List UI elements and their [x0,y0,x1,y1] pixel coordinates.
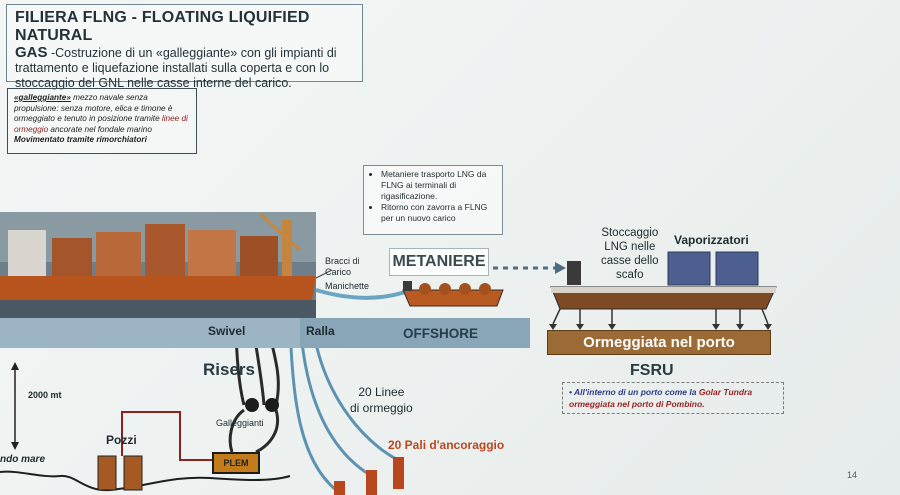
galleggiante-text2: ancorate nel fondale marino [48,124,152,134]
seabed-line [0,470,291,492]
galleggiante-note: «galleggiante» mezzo navale senza propul… [7,88,197,154]
title-body: -Costruzione di un «galleggiante» con gl… [15,46,337,90]
stoccaggio-label: Stoccaggio LNG nelle casse dello scafo [601,227,659,281]
metaniere-note-item: Ritorno con zavorra a FLNG per un nuovo … [381,202,497,224]
linee-label: 20 Linee di ormeggio [350,385,413,415]
vaporizzatori-label: Vaporizzatori [674,233,749,247]
depth-label: 2000 mt [28,390,62,400]
pozzi-label: Pozzi [106,433,137,447]
title-description: GAS -Costruzione di un «galleggiante» co… [15,45,354,91]
water-band [0,318,300,348]
metaniere-note: Metaniere trasporto LNG da FLNG ai termi… [363,165,503,235]
golar-red: Golar Tundra ormeggiata nel porto di Pom… [569,387,753,409]
flng-ship-image [0,212,316,320]
ralla-label: Ralla [306,324,335,338]
offshore-band [300,318,530,348]
galleggiante-last: Movimentato tramite rimorchiatori [14,135,147,144]
title-gas: GAS [15,44,48,61]
page-number: 14 [847,470,858,480]
title-box: FILIERA FLNG - FLOATING LIQUIFIED NATURA… [6,4,363,90]
metaniere-label: METANIERE [389,248,489,276]
galleggiante-red: linee di ormeggio [14,114,188,134]
galleggiante-text1: mezzo navale senza propulsione: senza mo… [14,93,173,123]
fsru-ship [549,251,777,330]
metaniere-note-item: Metaniere trasporto LNG da FLNG ai termi… [381,169,497,202]
offshore-label: OFFSHORE [403,326,479,341]
risers-label: Risers [203,360,255,379]
ormeggiata-label: Ormeggiata nel porto [547,330,771,355]
bracci-label: Bracci di Carico [325,256,360,277]
golar-text: All'interno di un porto come la [574,387,699,397]
galleggiante-term: «galleggiante» [14,93,71,102]
fondo-mare-label: ndo mare [0,454,46,465]
fsru-label: FSRU [630,362,674,379]
swivel-label: Swivel [208,324,246,338]
pali-label: 20 Pali d'ancoraggio [388,438,505,452]
metaniera-ship [402,281,504,307]
manichette-label: Manichette [325,281,370,291]
golar-note: • All'interno di un porto come la Golar … [562,382,784,414]
page-title: FILIERA FLNG - FLOATING LIQUIFIED NATURA… [15,9,310,44]
plem-label: PLEM [212,452,260,474]
galleggianti-label: Galleggianti [216,418,264,428]
